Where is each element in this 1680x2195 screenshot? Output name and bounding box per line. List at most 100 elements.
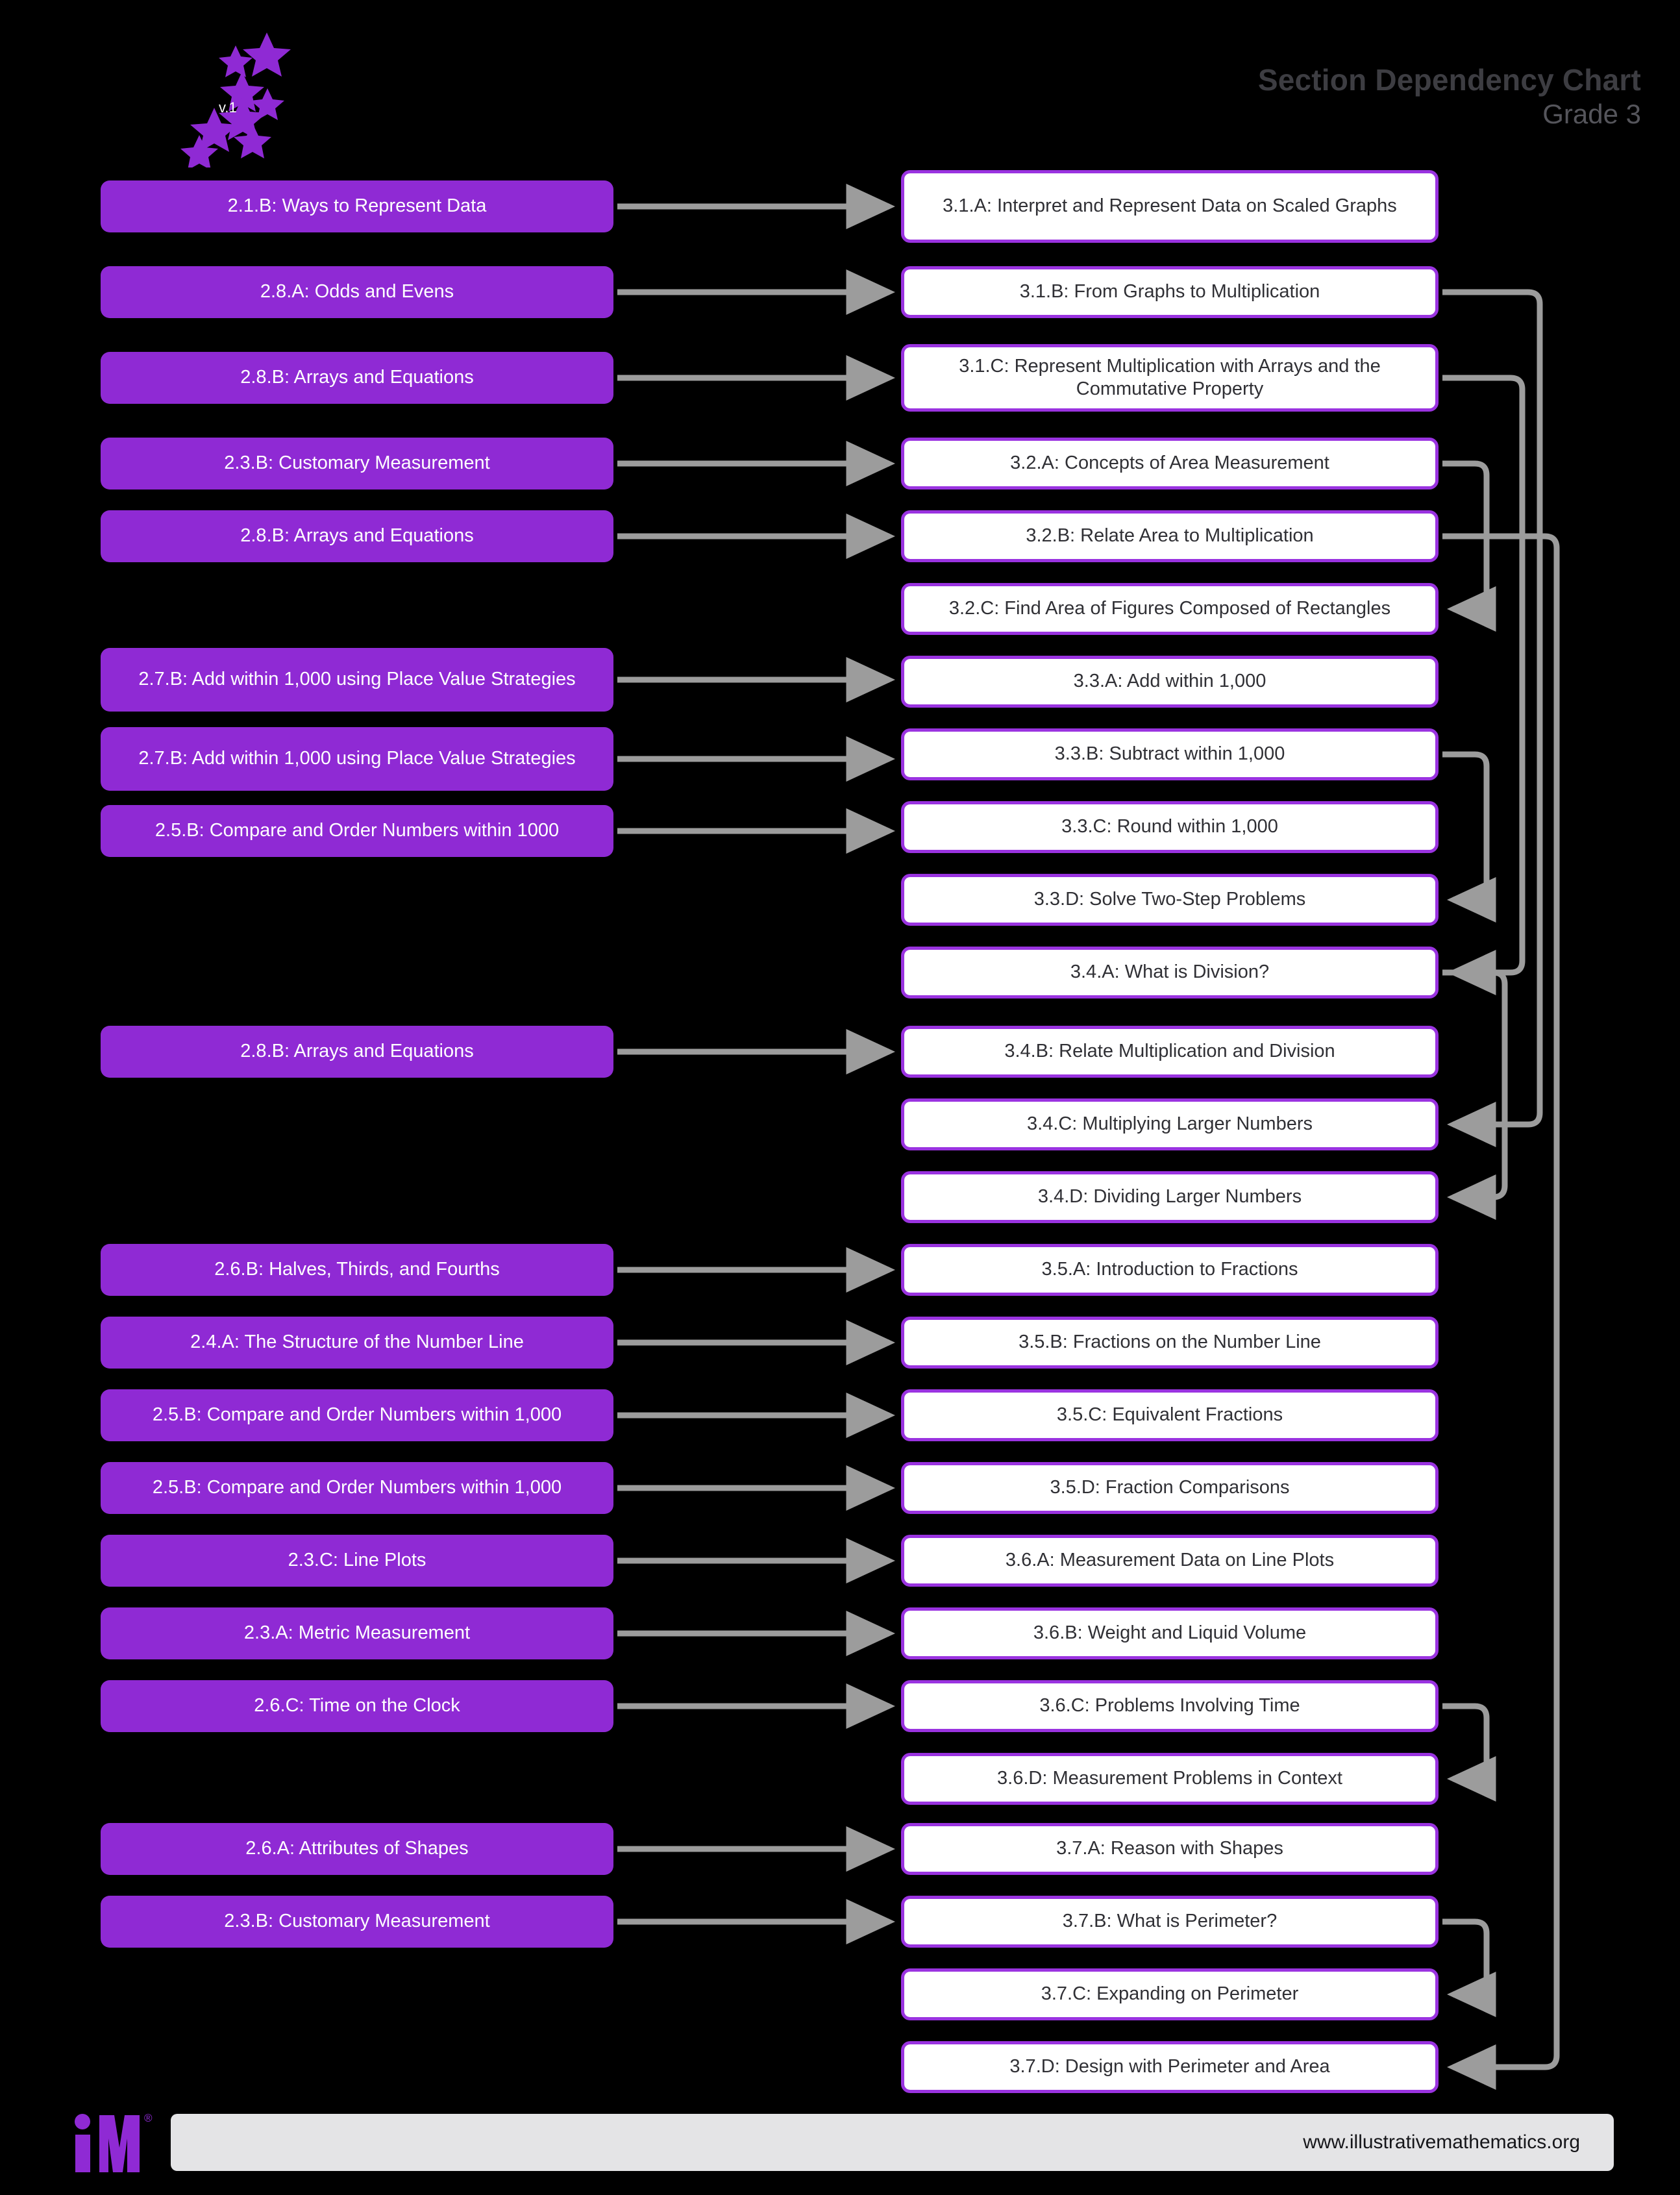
edge-arrow-s2-to-s13	[1442, 289, 1543, 1148]
section-node-label: 3.2.A: Concepts of Area Measurement	[1010, 453, 1329, 474]
section-node-label: 3.7.B: What is Perimeter?	[1062, 1911, 1278, 1932]
section-node-label: 3.1.A: Interpret and Represent Data on S…	[943, 195, 1397, 217]
star-icon	[219, 45, 253, 77]
section-node-label: 3.2.C: Find Area of Figures Composed of …	[948, 598, 1391, 619]
edge-arrow-s5-to-s26	[1442, 533, 1560, 2090]
prereq-node-p11[interactable]: 2.4.A: The Structure of the Number Line	[101, 1317, 613, 1369]
prereq-node-p9[interactable]: 2.8.B: Arrays and Equations	[101, 1026, 613, 1078]
section-node-s13[interactable]: 3.4.C: Multiplying Larger Numbers	[901, 1098, 1439, 1150]
edge-arrow-s8-to-s10	[1442, 751, 1496, 923]
section-node-label: 3.7.A: Reason with Shapes	[1056, 1838, 1283, 1859]
footer-bar: www.illustrativemathematics.org	[171, 2114, 1614, 2171]
prereq-node-p15[interactable]: 2.3.A: Metric Measurement	[101, 1607, 613, 1659]
section-node-s18[interactable]: 3.5.D: Fraction Comparisons	[901, 1462, 1439, 1514]
prereq-node-p14[interactable]: 2.3.C: Line Plots	[101, 1535, 613, 1587]
section-node-s9[interactable]: 3.3.C: Round within 1,000	[901, 801, 1439, 853]
section-node-label: 3.1.C: Represent Multiplication with Arr…	[959, 355, 1381, 399]
star-icon	[234, 123, 271, 158]
prereq-node-label: 2.7.B: Add within 1,000 using Place Valu…	[138, 669, 576, 690]
edge-arrow-s4-to-s6	[1442, 460, 1496, 632]
prereq-node-label: 2.8.B: Arrays and Equations	[240, 367, 474, 388]
section-node-label: 3.3.C: Round within 1,000	[1061, 816, 1278, 837]
section-node-s11[interactable]: 3.4.A: What is Division?	[901, 947, 1439, 998]
prereq-node-label: 2.1.B: Ways to Represent Data	[227, 195, 487, 217]
illustrative-mathematics-logo: ®	[71, 2107, 162, 2179]
prereq-node-p4[interactable]: 2.3.B: Customary Measurement	[101, 438, 613, 490]
prereq-node-p10[interactable]: 2.6.B: Halves, Thirds, and Fourths	[101, 1244, 613, 1296]
prereq-node-p5[interactable]: 2.8.B: Arrays and Equations	[101, 510, 613, 562]
section-node-s22[interactable]: 3.6.D: Measurement Problems in Context	[901, 1753, 1439, 1805]
section-node-s3[interactable]: 3.1.C: Represent Multiplication with Arr…	[901, 344, 1439, 412]
prereq-node-label: 2.6.C: Time on the Clock	[254, 1695, 460, 1717]
prereq-node-p2[interactable]: 2.8.A: Odds and Evens	[101, 266, 613, 318]
section-node-label: 3.3.A: Add within 1,000	[1073, 671, 1266, 692]
section-node-label: 3.6.C: Problems Involving Time	[1039, 1695, 1300, 1717]
edge-arrow-s21-to-s22	[1442, 1703, 1496, 1802]
section-node-s5[interactable]: 3.2.B: Relate Area to Multiplication	[901, 510, 1439, 562]
prereq-node-label: 2.5.B: Compare and Order Numbers within …	[154, 820, 560, 841]
section-node-s23[interactable]: 3.7.A: Reason with Shapes	[901, 1823, 1439, 1875]
star-icon	[251, 88, 284, 120]
section-node-s15[interactable]: 3.5.A: Introduction to Fractions	[901, 1244, 1439, 1296]
prereq-node-p12[interactable]: 2.5.B: Compare and Order Numbers within …	[101, 1389, 613, 1441]
section-node-label: 3.3.B: Subtract within 1,000	[1054, 743, 1285, 765]
section-node-s8[interactable]: 3.3.B: Subtract within 1,000	[901, 728, 1439, 780]
logo-i-dot	[75, 2114, 90, 2129]
section-node-s7[interactable]: 3.3.A: Add within 1,000	[901, 656, 1439, 708]
star-icon	[190, 108, 238, 152]
prereq-node-label: 2.6.A: Attributes of Shapes	[245, 1838, 469, 1859]
star-icon	[180, 135, 218, 170]
prereq-node-p17[interactable]: 2.6.A: Attributes of Shapes	[101, 1823, 613, 1875]
im-logo-svg: ®	[75, 2112, 153, 2172]
section-node-s21[interactable]: 3.6.C: Problems Involving Time	[901, 1680, 1439, 1732]
section-node-label: 3.1.B: From Graphs to Multiplication	[1019, 281, 1320, 303]
section-node-label: 3.4.B: Relate Multiplication and Divisio…	[1004, 1041, 1335, 1062]
page-subtitle: Grade 3	[1542, 99, 1641, 130]
section-node-s1[interactable]: 3.1.A: Interpret and Represent Data on S…	[901, 170, 1439, 243]
section-node-s10[interactable]: 3.3.D: Solve Two-Step Problems	[901, 874, 1439, 926]
prereq-node-p13[interactable]: 2.5.B: Compare and Order Numbers within …	[101, 1462, 613, 1514]
section-node-s17[interactable]: 3.5.C: Equivalent Fractions	[901, 1389, 1439, 1441]
prereq-node-p8[interactable]: 2.5.B: Compare and Order Numbers within …	[101, 805, 613, 857]
prereq-node-label: 2.7.B: Add within 1,000 using Place Valu…	[138, 748, 576, 769]
section-node-s20[interactable]: 3.6.B: Weight and Liquid Volume	[901, 1607, 1439, 1659]
edge-arrow-s24-to-s25	[1442, 1918, 1496, 2018]
section-node-s26[interactable]: 3.7.D: Design with Perimeter and Area	[901, 2041, 1439, 2093]
section-node-s16[interactable]: 3.5.B: Fractions on the Number Line	[901, 1317, 1439, 1369]
prereq-node-p18[interactable]: 2.3.B: Customary Measurement	[101, 1896, 613, 1948]
section-node-s12[interactable]: 3.4.B: Relate Multiplication and Divisio…	[901, 1026, 1439, 1078]
prereq-node-p1[interactable]: 2.1.B: Ways to Represent Data	[101, 180, 613, 232]
version-label: v.1	[219, 99, 237, 116]
prereq-node-label: 2.3.A: Metric Measurement	[243, 1622, 471, 1644]
prereq-node-label: 2.8.B: Arrays and Equations	[240, 525, 474, 547]
edge-arrow-s3-to-s11	[1442, 375, 1526, 996]
section-node-label: 3.5.B: Fractions on the Number Line	[1019, 1332, 1321, 1353]
prereq-node-label: 2.3.C: Line Plots	[288, 1550, 426, 1571]
section-node-label: 3.5.D: Fraction Comparisons	[1050, 1477, 1290, 1498]
prereq-node-p7[interactable]: 2.7.B: Add within 1,000 using Place Valu…	[101, 727, 613, 791]
section-node-s4[interactable]: 3.2.A: Concepts of Area Measurement	[901, 438, 1439, 490]
footer-url[interactable]: www.illustrativemathematics.org	[1303, 2131, 1580, 2153]
prereq-node-label: 2.6.B: Halves, Thirds, and Fourths	[214, 1259, 500, 1280]
page-title: Section Dependency Chart	[1257, 63, 1641, 97]
prereq-node-label: 2.5.B: Compare and Order Numbers within …	[152, 1404, 562, 1426]
star-cluster-logo: v.1	[179, 31, 308, 170]
section-node-s2[interactable]: 3.1.B: From Graphs to Multiplication	[901, 266, 1439, 318]
section-node-s6[interactable]: 3.2.C: Find Area of Figures Composed of …	[901, 583, 1439, 635]
prereq-node-label: 2.8.A: Odds and Evens	[260, 281, 454, 303]
section-node-label: 3.4.D: Dividing Larger Numbers	[1037, 1186, 1302, 1208]
section-node-s25[interactable]: 3.7.C: Expanding on Perimeter	[901, 1968, 1439, 2020]
prereq-node-p6[interactable]: 2.7.B: Add within 1,000 using Place Valu…	[101, 648, 613, 712]
prereq-node-p16[interactable]: 2.6.C: Time on the Clock	[101, 1680, 613, 1732]
section-node-s14[interactable]: 3.4.D: Dividing Larger Numbers	[901, 1171, 1439, 1223]
section-node-label: 3.6.A: Measurement Data on Line Plots	[1005, 1550, 1335, 1571]
section-node-label: 3.7.C: Expanding on Perimeter	[1041, 1983, 1299, 2005]
section-node-label: 3.4.A: What is Division?	[1070, 961, 1270, 983]
prereq-node-p3[interactable]: 2.8.B: Arrays and Equations	[101, 352, 613, 404]
section-node-s24[interactable]: 3.7.B: What is Perimeter?	[901, 1896, 1439, 1948]
section-node-s19[interactable]: 3.6.A: Measurement Data on Line Plots	[901, 1535, 1439, 1587]
edge-arrow-s11-to-s14	[1442, 969, 1508, 1221]
section-node-label: 3.5.C: Equivalent Fractions	[1056, 1404, 1283, 1426]
logo-i-stem	[75, 2135, 90, 2172]
